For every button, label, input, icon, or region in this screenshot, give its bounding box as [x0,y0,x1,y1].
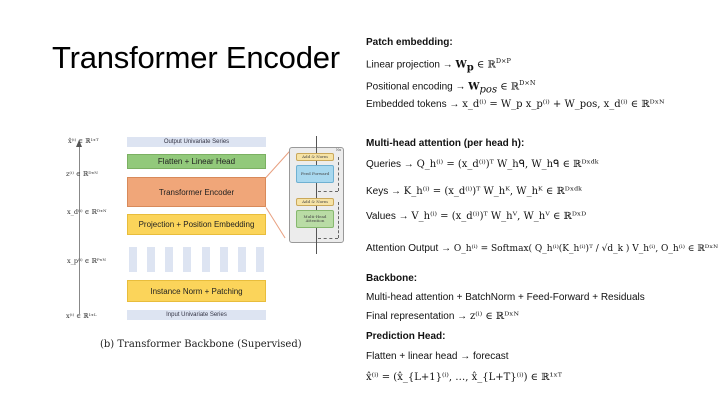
patch-stripe [183,247,192,272]
slide-title: Transformer Encoder [52,40,340,75]
inset-flow-line [316,136,317,254]
arrow-right-icon: → [460,351,471,362]
embedded-tokens-math: x_d⁽ⁱ⁾ = W_p x_p⁽ⁱ⁾ + W_pos, x_d⁽ⁱ⁾ ∈ ℝᴰ… [462,99,665,110]
transformer-encoder-block: Transformer Encoder [127,177,266,207]
final-representation-math: z⁽ⁱ⁾ ∈ ℝᴰˣᴺ [469,311,520,322]
prediction-head-heading: Prediction Head: [366,331,446,342]
math-in: ∈ ℝ [473,59,496,71]
attention-output-line: Attention Output → O_h⁽ⁱ⁾ = Softmax( Q_h… [366,243,718,254]
queries-label: Queries [366,159,402,170]
figure-caption: (b) Transformer Backbone (Supervised) [100,339,302,350]
arrow-right-icon: → [391,186,402,197]
data-flow-axis [79,146,80,314]
positional-encoding-label: Positional encoding [366,81,453,93]
prediction-head-line: Flatten + linear head → forecast [366,351,509,362]
values-math: V_h⁽ⁱ⁾ = (x_d⁽ⁱ⁾)ᵀ W_hⱽ, W_hⱽ ∈ ℝᴰˣᴰ [411,211,587,222]
arrow-right-icon: → [457,311,468,322]
notes-panel: Patch embedding: Linear projection → Wp … [366,0,720,405]
values-label: Values [366,211,396,222]
attention-output-math: O_h⁽ⁱ⁾ = Softmax( Q_h⁽ⁱ⁾(K_h⁽ⁱ⁾)ᵀ / √d_k… [453,244,719,254]
math-W: W [455,59,467,71]
patch-stripe [219,247,228,272]
patch-stripe [147,247,156,272]
zoom-connector-top [265,150,291,178]
dim-label-xp: x_p⁽ⁱ⁾ ∈ ℝᴾˣᴺ [67,257,107,265]
flatten-linear-head-block: Flatten + Linear Head [127,154,266,169]
linear-projection-label: Linear projection [366,59,440,71]
projection-embedding-block: Projection + Position Embedding [127,214,266,235]
linear-projection-line: Linear projection → Wp ∈ ℝD×P [366,57,511,73]
residual-dash-top-h [318,191,338,192]
math-W: W [468,81,480,93]
backbone-heading: Backbone: [366,273,418,284]
keys-label: Keys [366,186,389,197]
zoom-connector-bottom [265,207,286,239]
patch-stripe [256,247,264,272]
add-norm-top-block: Add & Norm [296,153,334,161]
keys-line: Keys → K_h⁽ⁱ⁾ = (x_d⁽ⁱ⁾)ᵀ W_hᴷ, W_hᴷ ∈ ℝ… [366,186,582,197]
embedded-tokens-label: Embedded tokens [366,99,447,110]
feed-forward-block: Feed Forward [296,165,334,183]
arrow-right-icon: → [398,211,409,222]
math-sup: D×N [519,79,536,87]
math-sup: D×P [495,57,511,65]
patch-stripe [129,247,137,272]
dim-label-xd: x_d⁽ⁱ⁾ ∈ ℝᴰˣᴺ [67,208,107,216]
patch-stripe [165,247,174,272]
dim-label-output: x̂⁽ⁱ⁾ ∈ ℝ¹ˣᵀ [68,137,99,145]
arrow-right-icon: → [441,243,452,254]
attention-heading: Multi-head attention (per head h): [366,138,525,149]
keys-math: K_h⁽ⁱ⁾ = (x_d⁽ⁱ⁾)ᵀ W_hᴷ, W_hᴷ ∈ ℝᴰˣᵈᵏ [403,186,582,197]
forecast-label: forecast [473,351,509,362]
arrow-right-icon: → [442,59,453,71]
arrow-up-icon [76,140,82,147]
arrow-right-icon: → [455,81,466,93]
residual-dash-bottom-h [318,238,338,239]
patch-stripe [237,247,246,272]
embedded-tokens-line: Embedded tokens → x_d⁽ⁱ⁾ = W_p x_p⁽ⁱ⁾ + … [366,99,664,110]
input-series-block: Input Univariate Series [127,310,266,320]
patch-stripe [201,247,210,272]
output-series-block: Output Univariate Series [127,137,266,147]
positional-encoding-line: Positional encoding → Wpos ∈ ℝD×N [366,79,536,95]
residual-dash-top [338,157,339,191]
instance-norm-block: Instance Norm + Patching [127,280,266,302]
add-norm-bottom-block: Add & Norm [296,198,334,206]
final-representation-line: Final representation → z⁽ⁱ⁾ ∈ ℝᴰˣᴺ [366,311,519,322]
arrow-right-icon: → [449,99,460,110]
queries-line: Queries → Q_h⁽ⁱ⁾ = (x_d⁽ⁱ⁾)ᵀ W_hᑫ, W_hᑫ … [366,159,598,170]
transformer-backbone-figure: x̂⁽ⁱ⁾ ∈ ℝ¹ˣᵀ z⁽ⁱ⁾ ∈ ℝᴰˣᴺ x_d⁽ⁱ⁾ ∈ ℝᴰˣᴺ x… [66,136,344,350]
final-representation-label: Final representation [366,311,455,322]
arrow-right-icon: → [403,159,414,170]
residual-dash-bottom [338,202,339,238]
math-sub: p [466,62,474,74]
prediction-head-label: Flatten + linear head [366,351,458,362]
math-in: ∈ ℝ [497,81,520,93]
dim-label-input: x⁽ⁱ⁾ ∈ ℝ¹ˣᴸ [66,312,97,320]
backbone-description: Multi-head attention + BatchNorm + Feed-… [366,292,645,303]
attention-output-label: Attention Output [366,243,439,254]
dim-label-z: z⁽ⁱ⁾ ∈ ℝᴰˣᴺ [66,170,98,178]
math-sub: pos [479,84,498,96]
repeat-label: Nx [336,148,342,152]
queries-math: Q_h⁽ⁱ⁾ = (x_d⁽ⁱ⁾)ᵀ W_hᑫ, W_hᑫ ∈ ℝᴰˣᵈᵏ [416,159,599,170]
values-line: Values → V_h⁽ⁱ⁾ = (x_d⁽ⁱ⁾)ᵀ W_hⱽ, W_hⱽ ∈… [366,211,586,222]
forecast-equation: x̂⁽ⁱ⁾ = (x̂_{L+1}⁽ⁱ⁾, …, x̂_{L+T}⁽ⁱ⁾) ∈ … [366,372,562,383]
forecast-math: x̂⁽ⁱ⁾ = (x̂_{L+1}⁽ⁱ⁾, …, x̂_{L+T}⁽ⁱ⁾) ∈ … [366,372,562,383]
multi-head-attention-block: Multi-Head Attention [296,210,334,228]
patch-embedding-heading: Patch embedding: [366,37,453,48]
